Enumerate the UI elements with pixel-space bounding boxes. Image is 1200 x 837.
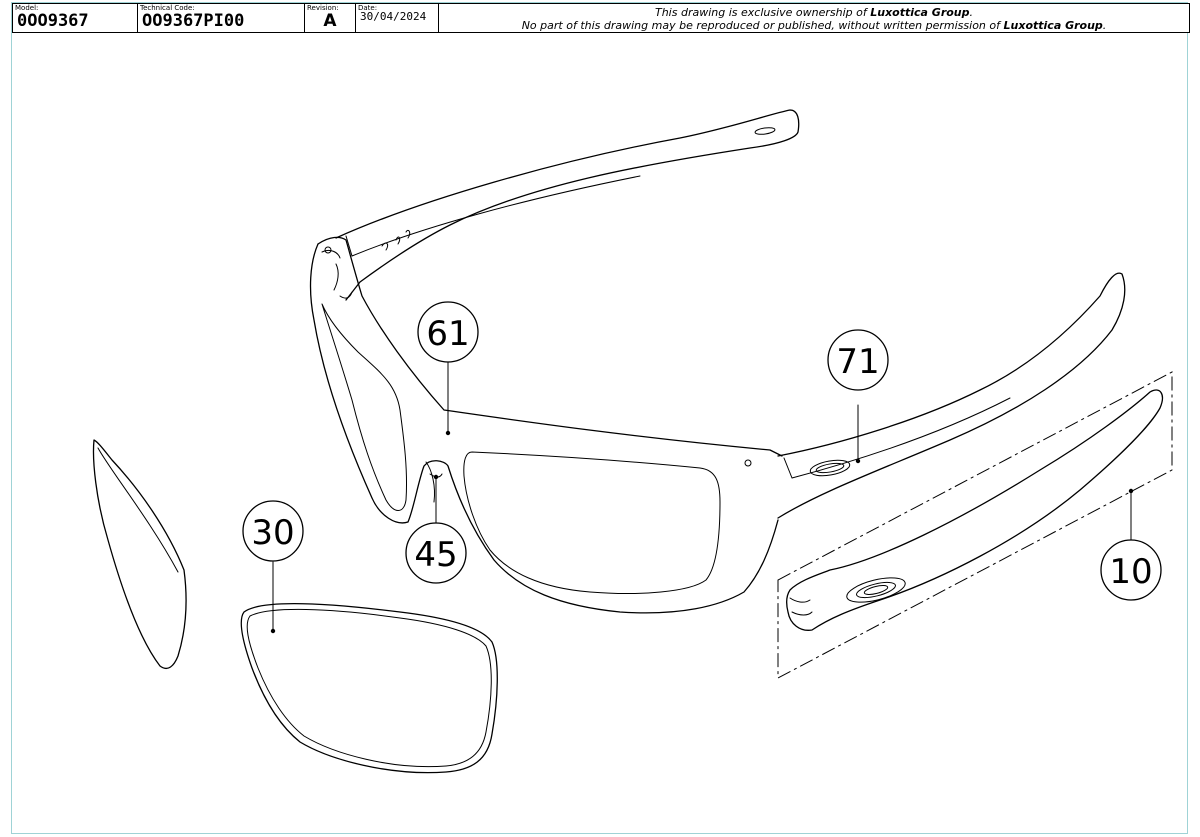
drawing-border	[11, 2, 1188, 834]
leader-lines	[270, 355, 1134, 634]
temple-insert	[777, 371, 1173, 679]
lens-near	[240, 603, 498, 774]
company-name: Luxottica Group	[870, 6, 970, 19]
technical-code-cell: Technical Code: OO9367PI00	[138, 4, 305, 32]
callout-45-label: 45	[414, 535, 457, 575]
date-value: 30/04/2024	[360, 10, 427, 23]
revision-cell: Revision: A	[305, 4, 356, 32]
revision-value: A	[323, 11, 337, 31]
callout-71-label: 71	[836, 342, 879, 382]
company-name: Luxottica Group	[1003, 19, 1103, 32]
model-label: Model:	[15, 4, 39, 12]
date-cell: Date: 30/04/2024	[356, 4, 439, 32]
title-block: Model: 0OO9367 Technical Code: OO9367PI0…	[12, 3, 1190, 33]
ownership-notice: This drawing is exclusive ownership of L…	[439, 4, 1189, 32]
model-cell: Model: 0OO9367	[13, 4, 138, 32]
far-temple	[335, 109, 800, 301]
model-value: 0OO9367	[17, 11, 89, 31]
callout-10: 10	[1100, 539, 1162, 601]
revision-label: Revision:	[307, 4, 339, 12]
callout-71: 71	[827, 329, 889, 391]
callout-10-label: 10	[1109, 552, 1152, 592]
technical-code-label: Technical Code:	[140, 4, 195, 12]
near-temple	[777, 272, 1126, 519]
callout-45: 45	[405, 522, 467, 584]
callout-30: 30	[242, 500, 304, 562]
technical-code-value: OO9367PI00	[142, 11, 245, 31]
notice-line-1: This drawing is exclusive ownership of L…	[654, 6, 974, 19]
callout-61: 61	[417, 301, 479, 363]
callout-61-label: 61	[426, 314, 469, 354]
date-label: Date:	[358, 4, 378, 12]
callout-30-label: 30	[251, 513, 294, 553]
front-frame	[309, 236, 783, 614]
notice-line-2: No part of this drawing may be reproduce…	[521, 19, 1107, 32]
lens-far	[92, 439, 187, 670]
